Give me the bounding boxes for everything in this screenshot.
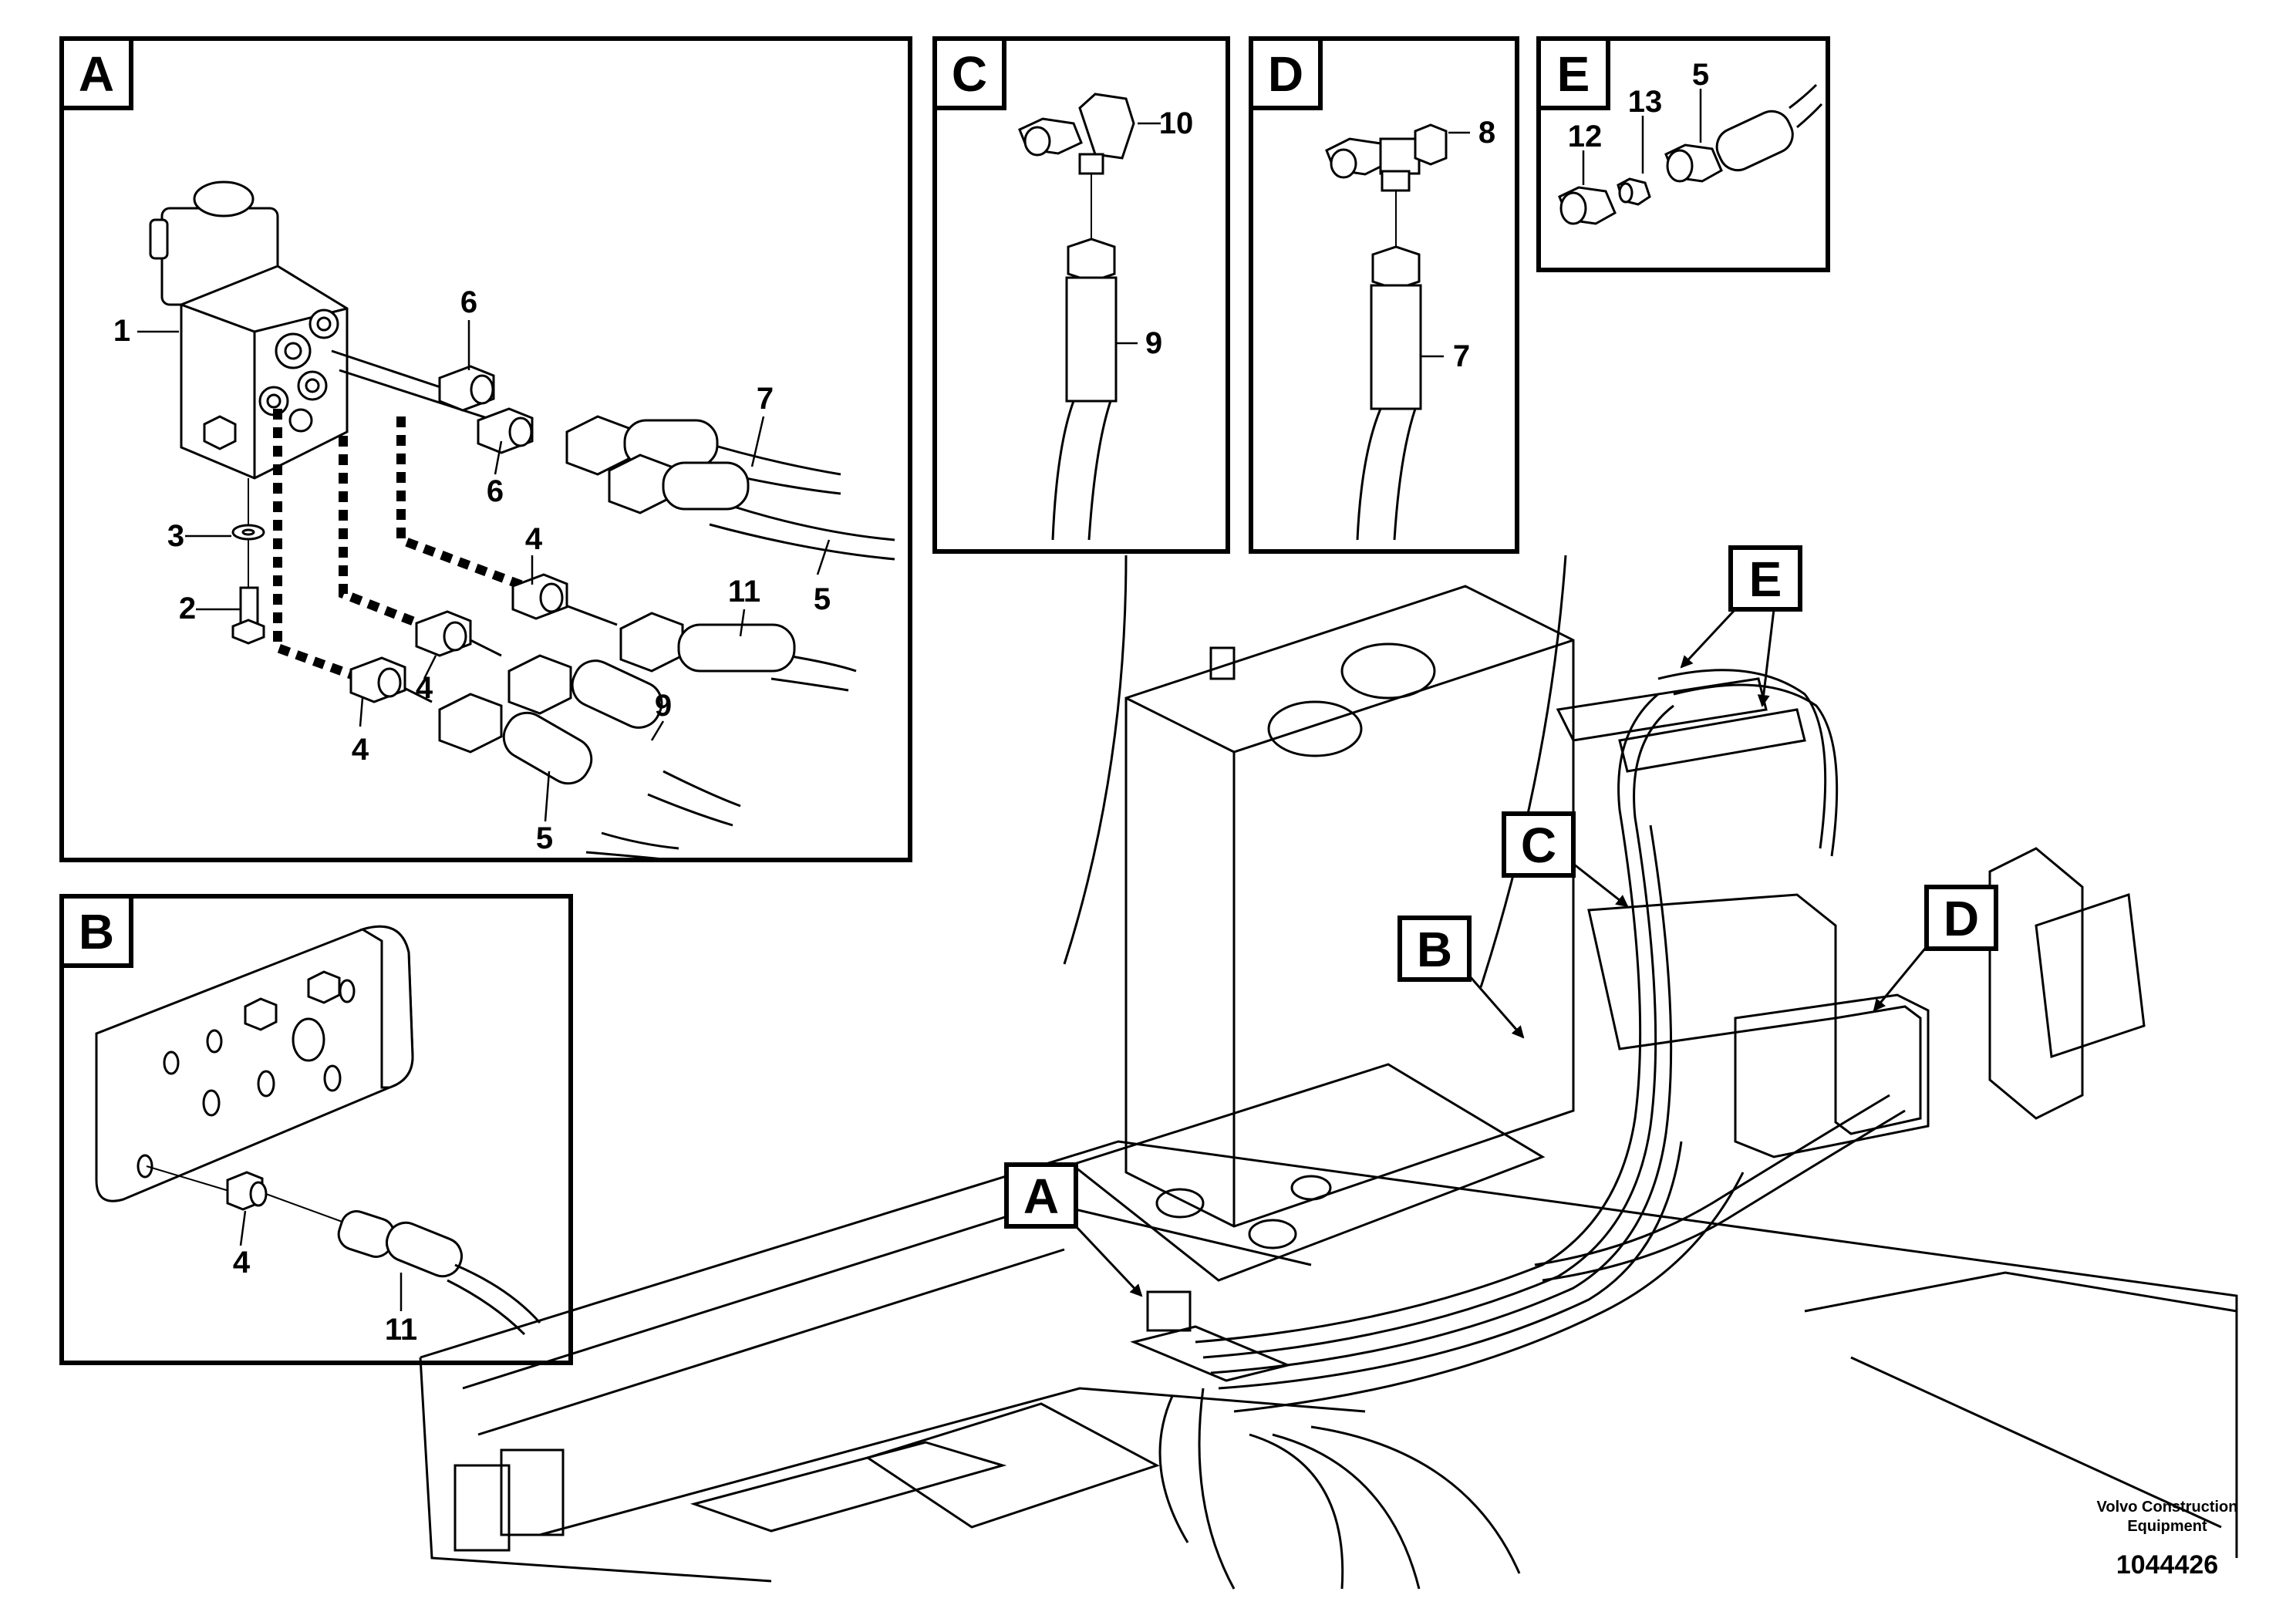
svg-text:E: E	[1749, 551, 1782, 607]
callout-4: 4	[233, 1246, 251, 1280]
svg-text:A: A	[1023, 1168, 1059, 1224]
callout-7: 7	[1453, 339, 1470, 373]
detail-b: B 4 11	[59, 894, 573, 1365]
dashed-routing	[273, 409, 527, 683]
leaders-a	[137, 320, 831, 822]
callout-5: 5	[814, 582, 831, 616]
detail-d-letter: D	[1268, 46, 1303, 102]
callout-9: 9	[655, 689, 672, 723]
union-parts	[1558, 83, 1823, 225]
brand-line-1: Volvo Construction	[2097, 1499, 2238, 1516]
detail-b-letter: B	[79, 904, 114, 959]
svg-text:B: B	[1417, 922, 1452, 977]
marker-e: E	[1680, 545, 1802, 707]
elbow-fitting	[1018, 93, 1135, 175]
svg-text:C: C	[1521, 818, 1556, 873]
solenoid-valve	[149, 180, 349, 480]
callout-7: 7	[757, 382, 774, 416]
hose-11-b	[146, 1165, 541, 1336]
callout-1: 1	[113, 314, 130, 348]
detail-c-letter: C	[952, 46, 987, 102]
detail-c: C 10 9	[932, 36, 1230, 554]
hose-9-c	[1051, 238, 1118, 541]
detail-e: E 12 13 5	[1536, 36, 1830, 272]
callout-8: 8	[1478, 116, 1495, 150]
hose-fittings	[349, 365, 796, 785]
marker-b: B	[1397, 916, 1525, 1039]
detail-d: D 8 7	[1249, 36, 1519, 554]
callout-9: 9	[1145, 326, 1162, 360]
bolt-and-washer	[231, 478, 265, 645]
callout-4: 4	[525, 522, 543, 556]
callout-4: 4	[352, 733, 369, 767]
callout-2: 2	[179, 592, 196, 626]
callout-5: 5	[1692, 58, 1709, 92]
callout-11: 11	[385, 1313, 417, 1347]
mounting-plate	[95, 925, 414, 1202]
callout-5: 5	[536, 821, 553, 855]
callout-11: 11	[728, 575, 760, 609]
document-number: 1044426	[2116, 1550, 2218, 1580]
detail-e-letter: E	[1557, 46, 1590, 102]
callout-10: 10	[1159, 106, 1194, 140]
brand-line-2: Equipment	[2127, 1518, 2207, 1535]
callout-6: 6	[487, 474, 504, 508]
machine-overview	[419, 585, 2238, 1583]
callout-12: 12	[1568, 120, 1603, 153]
hose-bundle	[1063, 555, 1906, 1590]
marker-c: C	[1502, 811, 1629, 908]
callout-3: 3	[167, 519, 184, 553]
marker-d: D	[1873, 885, 1998, 1012]
footer: Volvo Construction Equipment 1044426	[2097, 1499, 2238, 1580]
callout-6: 6	[460, 285, 477, 319]
callout-13: 13	[1628, 85, 1663, 119]
callouts-a: 1 2 3 4 4 4 5 5 6 6 7 9 11	[113, 285, 831, 855]
detail-a-letter: A	[79, 46, 114, 102]
svg-text:D: D	[1944, 891, 1979, 946]
hose-7-d	[1356, 245, 1422, 541]
detail-a: A	[59, 36, 912, 862]
marker-a: A	[1004, 1162, 1143, 1297]
callout-4: 4	[416, 671, 433, 705]
tee-fitting	[1325, 123, 1448, 192]
